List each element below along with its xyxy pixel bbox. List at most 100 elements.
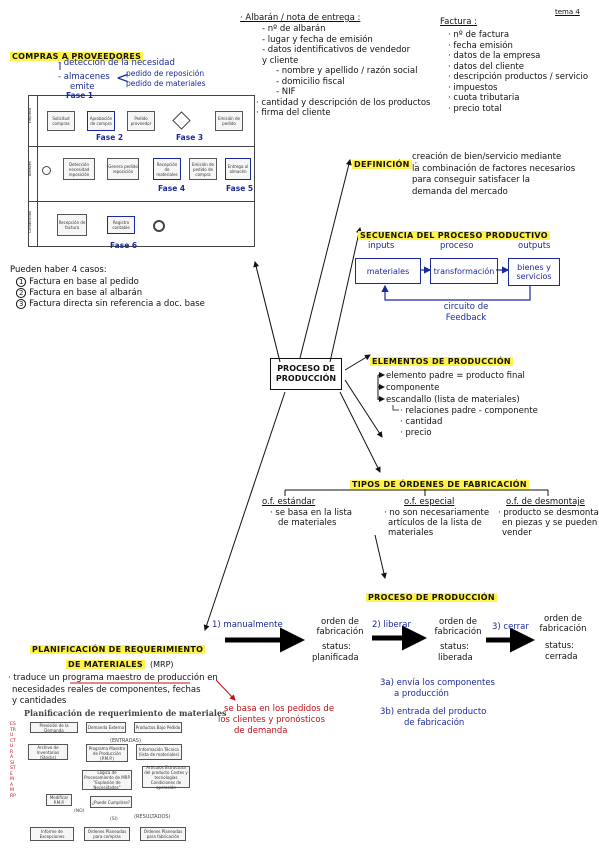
- proceso-status2: status:: [440, 642, 469, 652]
- seq-feedback: circuito de Feedback: [443, 302, 489, 323]
- elementos-list: elemento padre = producto final componen…: [386, 370, 525, 406]
- proceso-o3: orden de fabricación: [539, 614, 587, 634]
- mrp-figure: Planificación de requerimiento de materi…: [10, 708, 227, 843]
- lane-label-1: Empresa: [28, 108, 32, 124]
- albaran-item: - nº de albarán: [262, 24, 326, 34]
- definicion-line: para conseguir satisfacer la: [412, 175, 530, 185]
- albaran-item: · firma del cliente: [256, 108, 331, 118]
- compras-note-3: emite: [70, 82, 95, 92]
- albaran-item: - domicilio fiscal: [276, 76, 345, 87]
- fase-4: Fase 4: [158, 184, 186, 193]
- caso-3: 3 Factura directa sin referencia a doc. …: [16, 299, 205, 310]
- proceso-title: PROCESO DE PRODUCCIÓN: [366, 593, 497, 602]
- lane-2: [29, 146, 254, 202]
- tipos-c2-line: materiales: [388, 528, 434, 538]
- definicion-line: la combinación de factores necesarios: [412, 163, 576, 174]
- proceso-s3: 3) cerrar: [492, 622, 529, 632]
- factura-item: · descripción productos / servicio: [448, 72, 589, 82]
- arrow-to-proceso: [374, 534, 387, 579]
- node-solicitud: Solicitud compras: [47, 111, 75, 131]
- arrow-to-tipos: [339, 391, 381, 473]
- seq-box-materiales: materiales: [355, 258, 421, 284]
- mrp-box-logica: Lógica de Procesamiento de MRP "Explosió…: [82, 770, 132, 790]
- tipos-c3-title: o.f. de desmontaje: [506, 497, 585, 507]
- definicion-line: demanda del mercado: [412, 186, 508, 197]
- mrp-box-compras: Órdenes Planeadas para compras: [84, 827, 130, 841]
- tipos-c2-line: artículos de la lista de: [388, 518, 482, 528]
- fase-5: Fase 5: [226, 184, 254, 193]
- mrp-box-prevision: Previsión de la Demanda: [30, 722, 78, 733]
- lane-label-2: Almacén: [28, 161, 32, 177]
- elementos-title: ELEMENTOS DE PRODUCCIÓN: [370, 357, 513, 366]
- node-recepcion: Recepción de materiales: [153, 158, 181, 180]
- proceso-3b-2: de fabricación: [404, 718, 465, 728]
- seq-proceso: proceso: [440, 241, 474, 251]
- mrp-box-modificar: Modificar P.M.P.: [46, 794, 72, 806]
- mrp-box-cumplirse: ¿Puede Cumplirse?: [90, 796, 132, 808]
- albaran-item: - datos identificativos de vendedor: [262, 45, 411, 55]
- mrp-desc-3: y cantidades: [12, 696, 67, 706]
- tipos-c3: · producto se desmonta en piezas y se pu…: [498, 508, 599, 538]
- caso-2: 2 Factura en base al albarán: [16, 288, 205, 299]
- tipos-c2-title: o.f. especial: [404, 497, 455, 507]
- lane-1: [29, 96, 254, 147]
- mrp-box-pmp: Programa Maestro de Producción (P.M.P.): [86, 744, 128, 762]
- tipos-c1-line: · se basa en la lista: [270, 508, 352, 518]
- factura-item: · cuota tributaria: [448, 93, 520, 103]
- red-arrow: [215, 679, 236, 701]
- tipos-c2: · no son necesariamente artículos de la …: [384, 508, 489, 538]
- fase-6: Fase 6: [110, 241, 138, 250]
- mrp-box-articulos: Artículos Estructura del producto Costes…: [142, 765, 190, 790]
- arrow-elementos-2: [344, 379, 383, 438]
- albaran-item: - nombre y apellido / razón social: [276, 66, 418, 76]
- node-deteccion: Detección necesidad reposición: [63, 158, 95, 180]
- mrp-box-demanda: Demanda Externa: [86, 722, 126, 733]
- fase-3: Fase 3: [176, 133, 204, 142]
- node-emision: Emisión de pedido: [215, 111, 243, 131]
- factura-item: · datos de la empresa: [448, 51, 541, 61]
- proceso-s2: 2) liberar: [372, 620, 411, 630]
- elementos-sub-item: · relaciones padre - componente: [400, 406, 538, 416]
- arrow-to-definicion: [299, 159, 352, 359]
- compras-note-1: - detección de la necesidad: [58, 58, 175, 68]
- elementos-sub: · relaciones padre - componente · cantid…: [400, 406, 538, 439]
- compras-note-2: - almacenes: [58, 72, 110, 82]
- mrp-red-1: se basa en los pedidos de: [224, 704, 335, 714]
- factura-item: · impuestos: [448, 82, 498, 93]
- factura-item: · precio total: [448, 103, 502, 114]
- elementos-item: elemento padre = producto final: [386, 371, 525, 381]
- arrow-to-secuencia: [329, 227, 362, 363]
- bpmn-diagram: Empresa Almacén Contabilidad Solicitud c…: [28, 95, 255, 247]
- tipos-c1-line: de materiales: [278, 518, 337, 528]
- caso-1: 1 Factura en base al pedido: [16, 277, 205, 288]
- proceso-o1: orden de fabricación: [316, 617, 364, 637]
- fase-1: Fase 1: [66, 91, 94, 100]
- brace: <: [116, 68, 130, 87]
- node-factura: Recepción de factura: [57, 214, 87, 236]
- start-event: [42, 166, 51, 175]
- proceso-value2: liberada: [438, 653, 473, 663]
- proceso-3a-2: a producción: [394, 689, 449, 699]
- seq-box-transformacion: transformación: [430, 258, 498, 284]
- tipos-c1: · se basa en la lista de materiales: [270, 508, 352, 528]
- mrp-desc-2: necesidades reales de componentes, fecha…: [12, 685, 201, 695]
- mrp-entradas: (ENTRADAS): [110, 738, 141, 744]
- fase-2: Fase 2: [96, 133, 124, 142]
- tipos-c3-line: vender: [502, 528, 532, 538]
- seq-outputs: outputs: [518, 241, 551, 251]
- compras-note-4: pedido de reposición: [126, 69, 205, 78]
- albaran-title: · Albarán / nota de entrega :: [240, 13, 361, 23]
- node-genera: Genera pedido reposición: [107, 158, 139, 180]
- tipos-c3-line: · producto se desmonta: [498, 508, 599, 518]
- tipos-c1-title: o.f. estándar: [262, 497, 316, 507]
- elementos-sub-item: · precio: [400, 428, 432, 438]
- lane-label-3: Contabilidad: [28, 211, 32, 234]
- proceso-3b: 3b) entrada del producto: [380, 707, 487, 717]
- definicion-lines: creación de bien/servicio mediante la co…: [412, 152, 575, 198]
- page-label: tema 4: [555, 8, 580, 16]
- center-box: PROCESO DE PRODUCCIÓN: [270, 358, 342, 390]
- compras-title: COMPRAS A PROVEEDORES: [10, 52, 144, 61]
- definicion-title: DEFINICIÓN :: [352, 160, 418, 170]
- secuencia-title: SECUENCIA DEL PROCESO PRODUCTIVO: [358, 231, 550, 240]
